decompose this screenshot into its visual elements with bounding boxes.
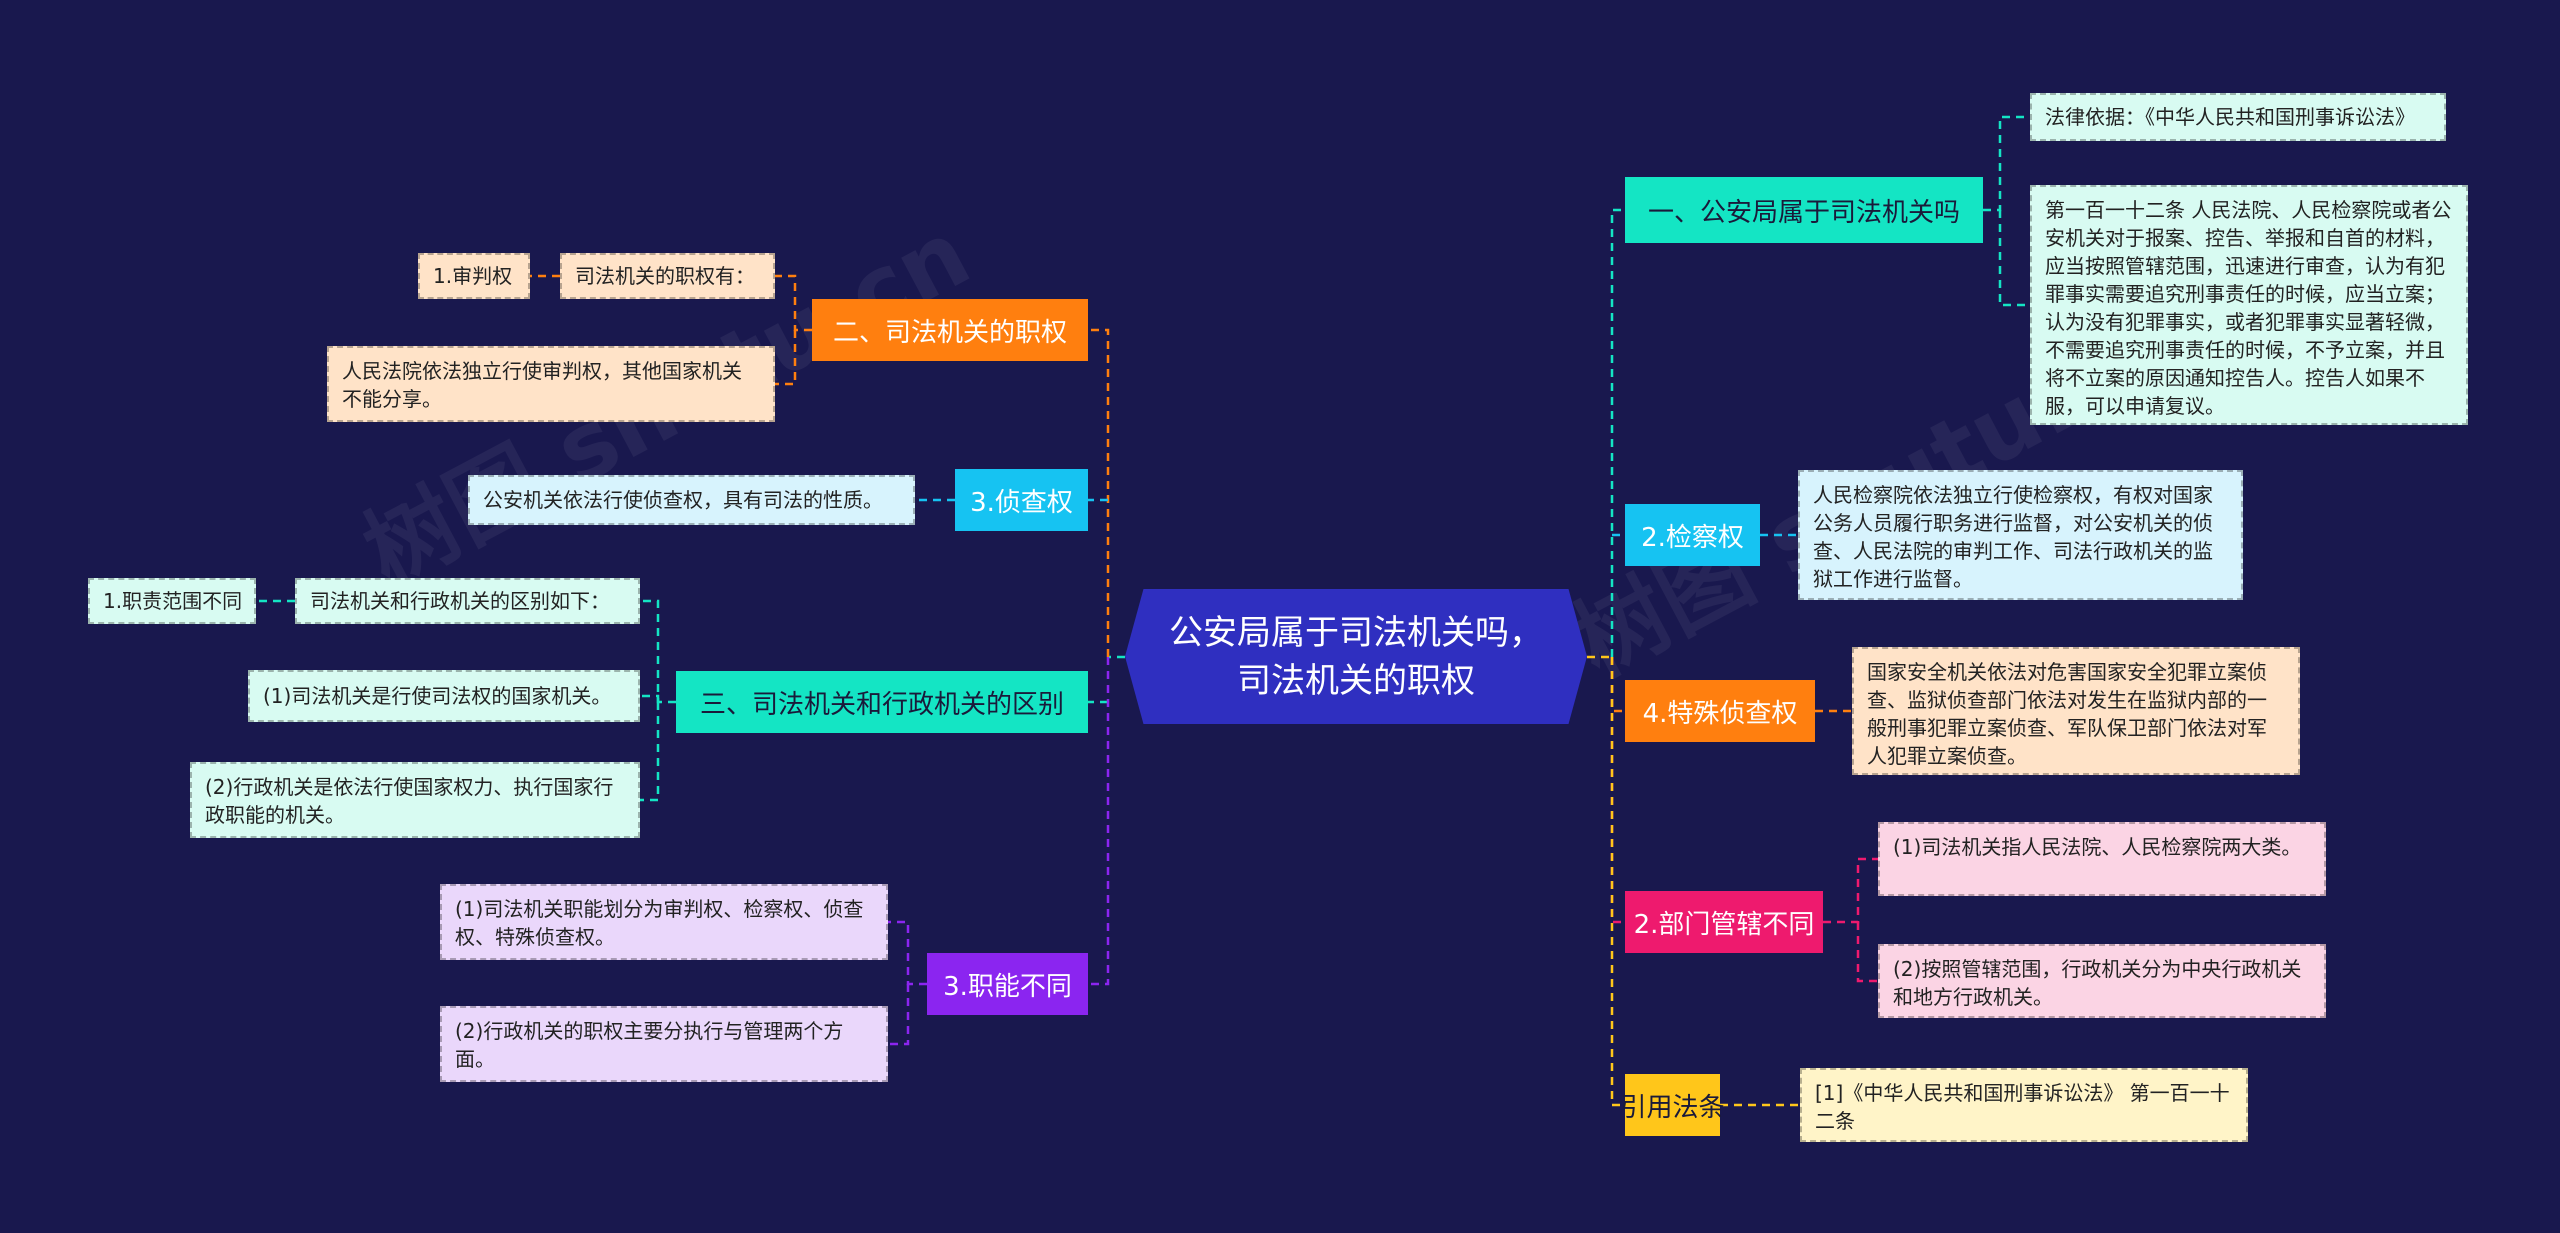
link-q1-article [1998, 210, 2030, 307]
leaf-article-112[interactable]: 第一百一十二条 人民法院、人民检察院或者公安机关对于报案、控告、举报和自首的材料… [2030, 185, 2468, 425]
leaf-functions-1[interactable]: (1)司法机关职能划分为审判权、检察权、侦查权、特殊侦查权。 [440, 884, 888, 960]
branch-investigation[interactable]: 3.侦查权 [955, 469, 1088, 531]
leaf-jurisdiction-1[interactable]: (1)司法机关指人民法院、人民检察院两大类。 [1878, 822, 2326, 896]
leaf-courts[interactable]: 人民法院依法独立行使审判权，其他国家机关不能分享。 [327, 346, 775, 422]
leaf-jurisdiction-2[interactable]: (2)按照管辖范围，行政机关分为中央行政机关和地方行政机关。 [1878, 944, 2326, 1018]
leaf-special-investigation[interactable]: 国家安全机关依法对危害国家安全犯罪立案侦查、监狱侦查部门依法对发生在监狱内部的一… [1852, 647, 2300, 775]
link-jur-1 [1823, 857, 1878, 924]
link-spine-pink [1610, 657, 1625, 924]
central-topic[interactable]: 公安局属于司法机关吗，司法机关的职权 [1125, 589, 1587, 724]
link-func-2 [888, 984, 910, 1046]
leaf-investigation-text: 公安机关依法行使侦查权，具有司法的性质。 [483, 488, 883, 512]
leaf-procuratorial-text: 人民检察院依法独立行使检察权，有权对国家公务人员履行职务进行监督，对公安机关的侦… [1813, 483, 2213, 591]
link-diff-item2 [640, 702, 660, 802]
branch-functions-label: 3.职能不同 [943, 971, 1072, 1002]
branch-difference-label: 三、司法机关和行政机关的区别 [699, 689, 1064, 720]
branch-special-investigation[interactable]: 4.特殊侦查权 [1625, 680, 1815, 742]
branch-citation[interactable]: 引用法条 [1621, 1074, 1725, 1136]
leaf-citation-text: [1]《中华人民共和国刑事诉讼法》 第一百一十二条 [1815, 1081, 2230, 1133]
leaf-legal-basis[interactable]: 法律依据：《中华人民共和国刑事诉讼法》 [2030, 93, 2446, 141]
leaf-difference-intro[interactable]: 司法机关和行政机关的区别如下： [295, 578, 640, 624]
leaf-difference-intro-text: 司法机关和行政机关的区别如下： [310, 589, 610, 613]
link-diff-intro [640, 599, 676, 704]
leaf-scope-different-text: 1.职责范围不同 [103, 589, 243, 613]
leaf-powers-intro-text: 司法机关的职权有： [575, 264, 755, 288]
leaf-difference-1[interactable]: (1)司法机关是行使司法权的国家机关。 [248, 670, 640, 722]
leaf-scope-different[interactable]: 1.职责范围不同 [88, 578, 256, 624]
branch-functions[interactable]: 3.职能不同 [927, 953, 1088, 1015]
branch-citation-label: 引用法条 [1620, 1092, 1725, 1123]
leaf-difference-1-text: (1)司法机关是行使司法权的国家机关。 [263, 684, 612, 708]
leaf-judicial-power-text: 1.审判权 [433, 264, 513, 288]
link-spine-teal [1610, 208, 1625, 657]
leaf-jurisdiction-2-text: (2)按照管辖范围，行政机关分为中央行政机关和地方行政机关。 [1893, 957, 2302, 1009]
leaf-jurisdiction-1-text: (1)司法机关指人民法院、人民检察院两大类。 [1893, 835, 2302, 859]
leaf-citation[interactable]: [1]《中华人民共和国刑事诉讼法》 第一百一十二条 [1800, 1068, 2248, 1142]
link-powers-intro [775, 274, 812, 332]
link-powers-courts [775, 330, 797, 386]
leaf-special-investigation-text: 国家安全机关依法对危害国家安全犯罪立案侦查、监狱侦查部门依法对发生在监狱内部的一… [1867, 660, 2267, 768]
leaf-courts-text: 人民法院依法独立行使审判权，其他国家机关不能分享。 [342, 359, 742, 411]
leaf-legal-basis-text: 法律依据：《中华人民共和国刑事诉讼法》 [2045, 105, 2415, 129]
link-func-1 [888, 920, 927, 986]
branch-q1[interactable]: 一、公安局属于司法机关吗 [1625, 177, 1983, 243]
link-jur-2 [1856, 922, 1878, 983]
link-spine-orange-l [1088, 328, 1110, 657]
branch-q1-label: 一、公安局属于司法机关吗 [1647, 197, 1960, 228]
link-spine-purple-l [1088, 657, 1110, 986]
leaf-difference-2-text: (2)行政机关是依法行使国家权力、执行国家行政职能的机关。 [205, 775, 614, 827]
branch-jurisdiction-label: 2.部门管辖不同 [1633, 909, 1815, 940]
branch-investigation-label: 3.侦查权 [970, 487, 1073, 518]
branch-judicial-powers[interactable]: 二、司法机关的职权 [812, 299, 1088, 361]
leaf-article-112-text: 第一百一十二条 人民法院、人民检察院或者公安机关对于报案、控告、举报和自首的材料… [2045, 198, 2452, 418]
branch-procuratorial[interactable]: 2.检察权 [1625, 504, 1760, 566]
branch-jurisdiction[interactable]: 2.部门管辖不同 [1625, 891, 1823, 953]
link-q1-basis [1983, 115, 2030, 212]
link-spine-orange [1610, 657, 1625, 713]
leaf-functions-1-text: (1)司法机关职能划分为审判权、检察权、侦查权、特殊侦查权。 [455, 897, 864, 949]
leaf-judicial-power[interactable]: 1.审判权 [418, 253, 530, 299]
branch-special-investigation-label: 4.特殊侦查权 [1642, 698, 1798, 729]
branch-procuratorial-label: 2.检察权 [1641, 522, 1744, 553]
branch-difference[interactable]: 三、司法机关和行政机关的区别 [676, 671, 1088, 733]
link-diff-item1 [640, 694, 660, 702]
leaf-powers-intro[interactable]: 司法机关的职权有： [560, 253, 775, 299]
leaf-procuratorial[interactable]: 人民检察院依法独立行使检察权，有权对国家公务人员履行职务进行监督，对公安机关的侦… [1798, 470, 2243, 600]
leaf-functions-2[interactable]: (2)行政机关的职权主要分执行与管理两个方面。 [440, 1006, 888, 1082]
branch-judicial-powers-label: 二、司法机关的职权 [832, 317, 1067, 348]
leaf-difference-2[interactable]: (2)行政机关是依法行使国家权力、执行国家行政职能的机关。 [190, 762, 640, 838]
link-spine-yellow [1610, 657, 1625, 1107]
leaf-functions-2-text: (2)行政机关的职权主要分执行与管理两个方面。 [455, 1019, 844, 1071]
leaf-investigation[interactable]: 公安机关依法行使侦查权，具有司法的性质。 [468, 475, 915, 525]
central-topic-label: 公安局属于司法机关吗，司法机关的职权 [1169, 612, 1543, 701]
